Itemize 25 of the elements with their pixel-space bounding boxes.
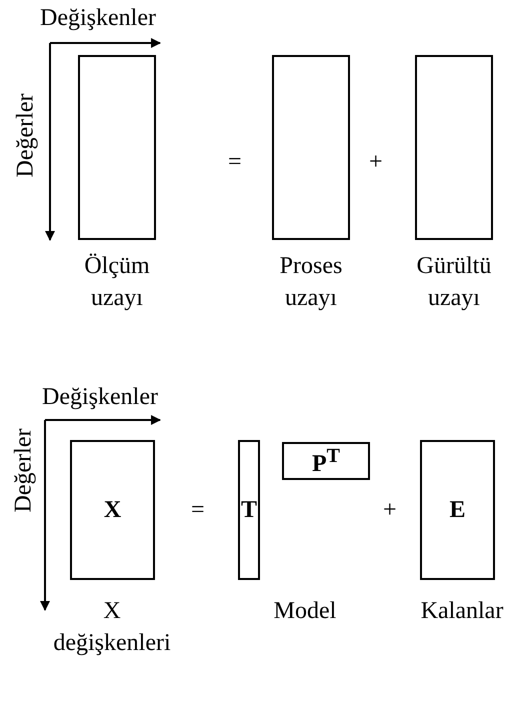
matrix-box <box>420 440 495 580</box>
axis-label: Değerler <box>12 93 40 177</box>
matrix-symbol: X <box>104 496 122 524</box>
axis-label: Değişkenler <box>42 383 158 412</box>
axis-label: Değerler <box>10 428 38 512</box>
matrix-box <box>282 442 370 480</box>
plus-sign: + <box>383 496 397 525</box>
node-label: Gürültü uzayı <box>416 252 492 314</box>
matrix-box <box>272 55 350 240</box>
node-label: X değişkenleri <box>52 597 172 658</box>
matrix-box <box>238 440 260 580</box>
node-label: Model <box>272 597 338 626</box>
plus-sign: + <box>369 148 383 177</box>
equals-sign: = <box>228 148 242 177</box>
node-label: Ölçüm uzayı <box>83 252 151 314</box>
node-label: Proses uzayı <box>278 252 344 314</box>
matrix-box <box>70 440 155 580</box>
matrix-symbol: T <box>240 496 257 524</box>
matrix-symbol: P$^{T}$ <box>312 444 340 478</box>
matrix-box <box>415 55 493 240</box>
axis-label: Değişkenler <box>40 4 156 33</box>
equals-sign: = <box>191 496 205 525</box>
node-label: Kalanlar <box>420 597 504 626</box>
matrix-box <box>78 55 156 240</box>
matrix-symbol: E <box>449 496 466 524</box>
